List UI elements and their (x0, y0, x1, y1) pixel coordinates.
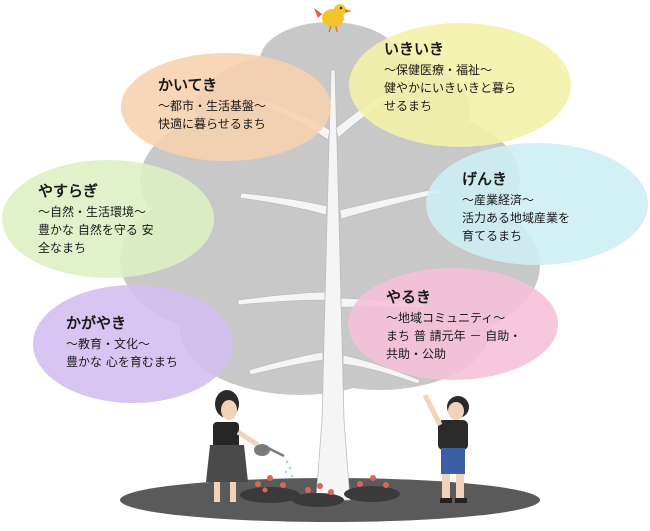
bubble-subtitle: ～教育・文化～ (66, 337, 151, 351)
bubble-line: 豊かな 自然を守る 安 (38, 223, 154, 237)
bubble-subtitle: ～産業経済～ (462, 193, 535, 207)
bubble-yaruki-bg (348, 268, 558, 380)
bubble-genki: げんき ～産業経済～ 活力ある地域産業を 育てるまち (462, 168, 570, 245)
bubble-title: げんき (462, 170, 508, 188)
bubble-subtitle: ～自然・生活環境～ (38, 205, 147, 219)
bubble-title: かがやき (66, 314, 127, 332)
bubble-line: 活力ある地域産業を (462, 211, 571, 225)
bubble-line: せるまち (384, 99, 433, 113)
bubble-title: やすらぎ (38, 182, 99, 200)
bubble-yasuragi-bg (2, 160, 214, 278)
bubble-title: やるき (386, 288, 432, 306)
bubble-kagayaki: かがやき ～教育・文化～ 豊かな 心を育むまち (66, 312, 178, 371)
bubble-ikiiki: いきいき ～保健医療・福祉～ 健やかにいきいきと暮ら せるまち (384, 38, 516, 115)
bubble-kaiteki: かいてき ～都市・生活基盤～ 快適に暮らせるまち (158, 74, 266, 133)
bubble-yasuragi: やすらぎ ～自然・生活環境～ 豊かな 自然を守る 安 全なまち (38, 180, 154, 257)
boy-reaching-figure (422, 393, 469, 503)
bubble-title: いきいき (384, 40, 445, 58)
bubble-title: かいてき (158, 76, 218, 94)
bubble-kaiteki-bg (121, 53, 331, 161)
girl-watering-figure (206, 390, 294, 502)
bubble-line: 共助・公助 (386, 347, 447, 361)
bubble-ikiiki-bg (349, 23, 571, 147)
bubble-line: 豊かな 心を育むまち (66, 355, 178, 369)
flower-patch-center (292, 483, 344, 507)
bird-icon (314, 4, 352, 33)
bubble-line: 育てるまち (462, 229, 523, 243)
bubble-genki-bg (426, 143, 648, 265)
bubble-subtitle: ～保健医療・福祉～ (384, 63, 493, 77)
bubble-yaruki: やるき ～地域コミュニティ～ まち 普 請元年 － 自助・ 共助・公助 (386, 286, 521, 363)
bubble-subtitle: ～都市・生活基盤～ (158, 99, 267, 113)
bubble-kagayaki-bg (33, 285, 233, 403)
bubble-line: 全なまち (38, 241, 87, 255)
flower-patch-right (344, 475, 400, 502)
bubble-subtitle: ～地域コミュニティ～ (386, 311, 506, 325)
bubble-line: 健やかにいきいきと暮ら (384, 81, 517, 95)
flower-patch-left (240, 475, 300, 503)
bubble-line: 快適に暮らせるまち (158, 117, 266, 131)
bubble-line: まち 普 請元年 － 自助・ (386, 329, 522, 343)
